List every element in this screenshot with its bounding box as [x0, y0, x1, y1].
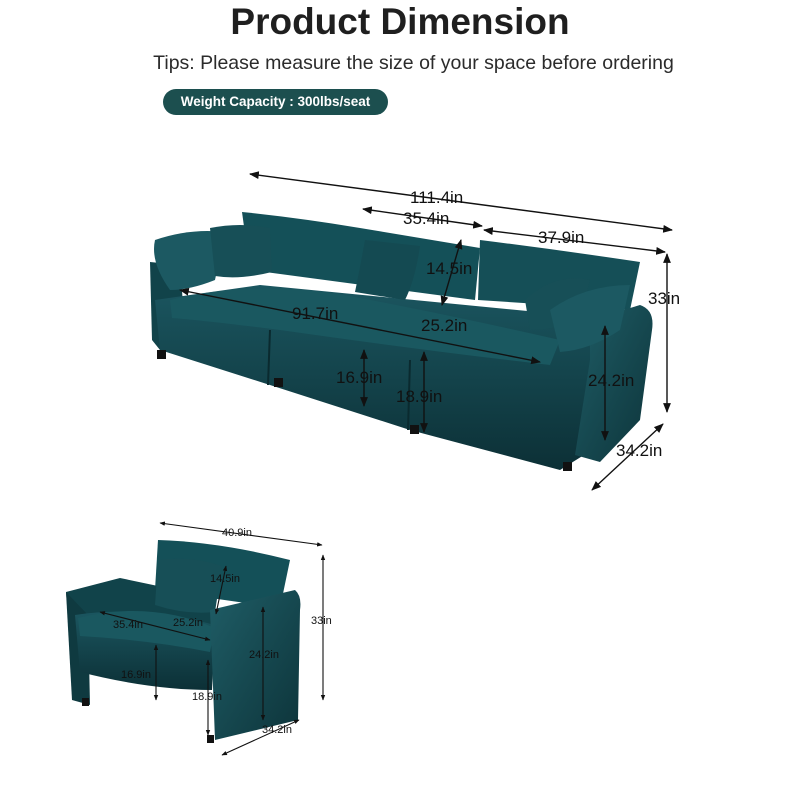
- chair-seat-width-label: 35.4in: [113, 619, 143, 631]
- sofa-seat-height-label: 16.9in: [336, 368, 382, 387]
- sofa-illustration: [150, 212, 653, 471]
- tips-text: Tips: Please measure the size of your sp…: [153, 52, 674, 74]
- sofa-section-width-label: 35.4in: [403, 209, 449, 228]
- sofa-seat-width-label: 91.7in: [292, 304, 338, 323]
- sofa-total-height-label: 33in: [648, 289, 680, 308]
- chair-total-depth-label: 34.2in: [262, 724, 292, 736]
- chair-dimension-lines: [99, 521, 326, 756]
- chair-back-cushion-height-label: 14.5in: [210, 573, 240, 585]
- sofa-total-width-label: 111.4in: [410, 188, 463, 207]
- chair-arm-height-label: 24.2in: [249, 649, 279, 661]
- weight-capacity-badge: Weight Capacity : 300lbs/seat: [163, 89, 388, 115]
- chair-total-height-label: 33in: [311, 615, 332, 627]
- page-title: Product Dimension: [230, 1, 570, 42]
- sofa-dimension-lines: [179, 171, 673, 491]
- sofa-seat-depth-label: 25.2in: [421, 316, 467, 335]
- sofa-total-depth-label: 34.2in: [616, 441, 662, 460]
- sofa-back-cushion-height-label: 14.5in: [426, 259, 472, 278]
- chair-total-width-label: 40.9in: [222, 527, 252, 539]
- chair-seat-height-label: 16.9in: [121, 669, 151, 681]
- sofa-end-section-width-label: 37.9in: [538, 228, 584, 247]
- chair-seat-depth-label: 25.2in: [173, 617, 203, 629]
- sofa-arm-height-label: 24.2in: [588, 371, 634, 390]
- chair-seat-top-height-label: 18.9in: [192, 691, 222, 703]
- chair-illustration: [66, 540, 301, 743]
- sofa-seat-top-height-label: 18.9in: [396, 387, 442, 406]
